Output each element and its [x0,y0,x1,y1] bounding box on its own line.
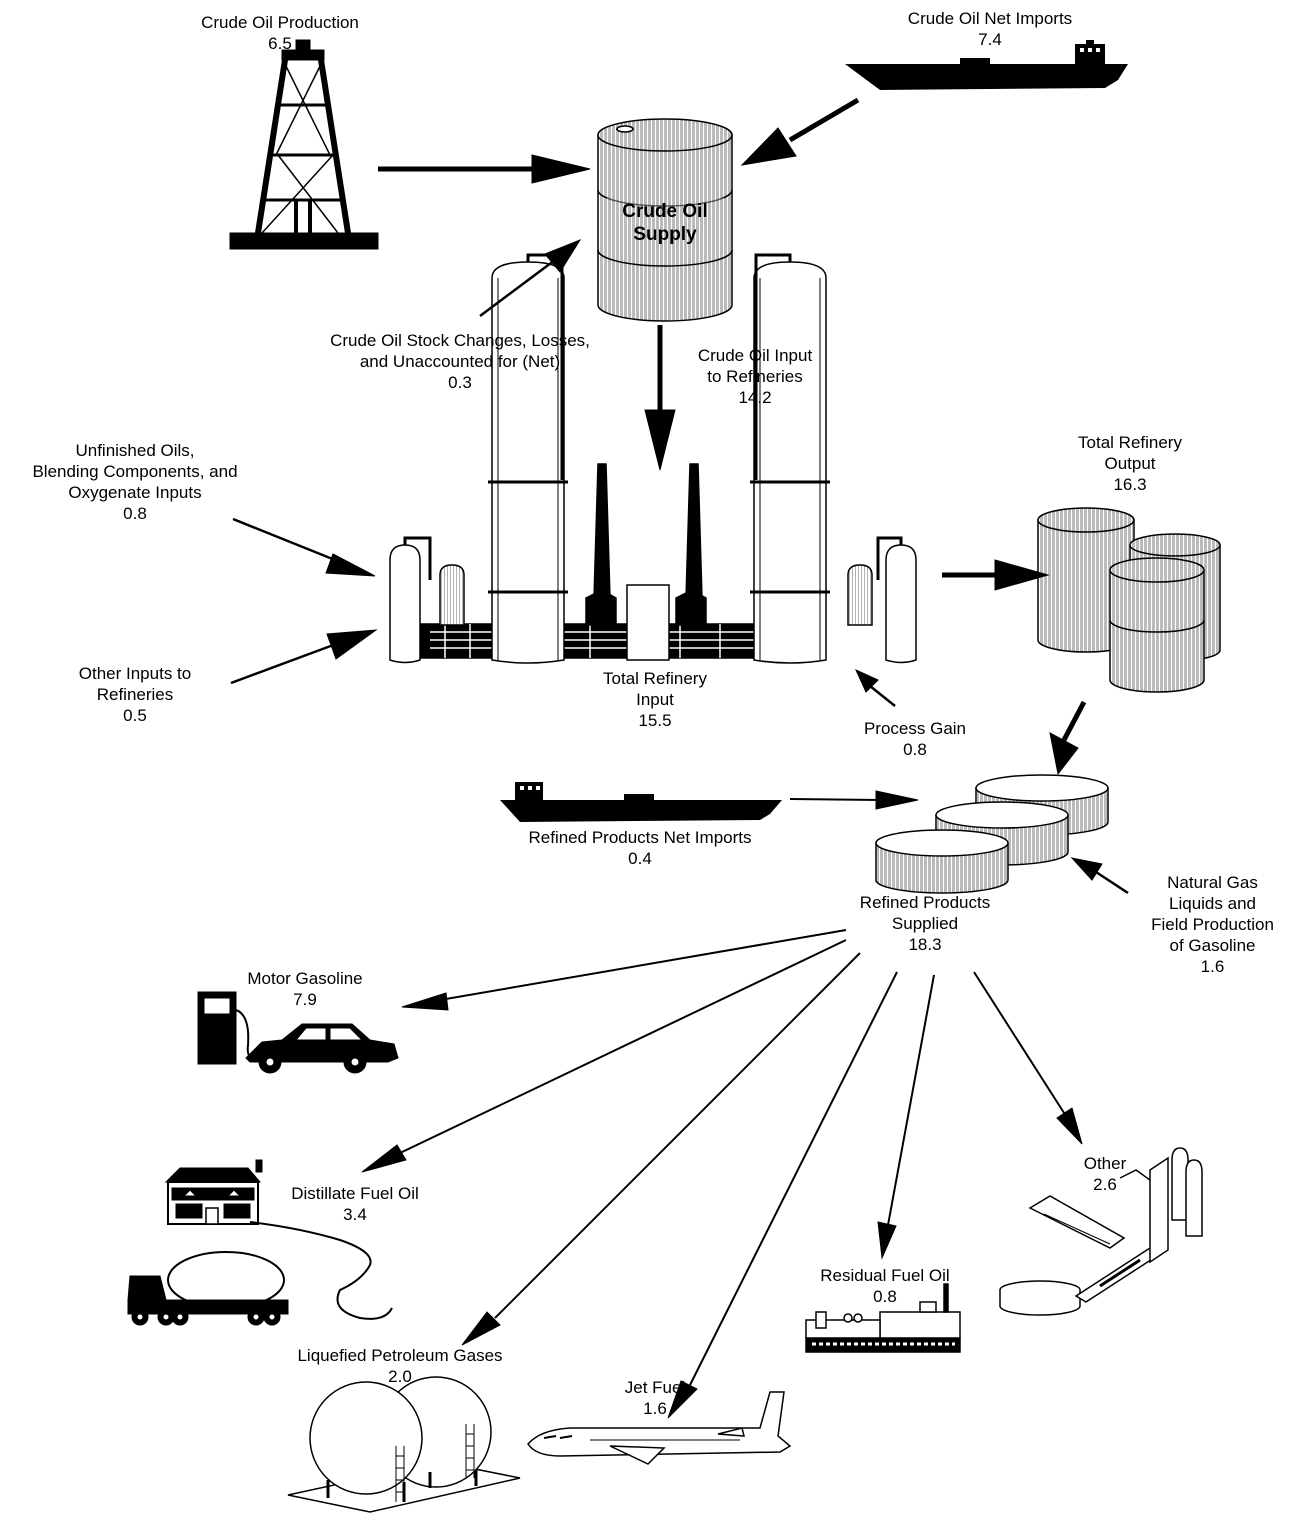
flow-label: Field Production [1151,915,1274,934]
crude-oil-barrel-icon [597,118,733,322]
flow-value: 7.4 [978,30,1002,49]
flow-label: Input [636,690,674,709]
liquefied-petroleum-gases-label: Liquefied Petroleum Gases 2.0 [265,1345,535,1387]
flow-value: 16.3 [1113,475,1147,494]
flow-label: Blending Components, and [32,462,238,481]
supply-line-2: Supply [633,224,697,245]
flow-value: 0.4 [628,849,652,868]
crude-oil-supply-label: Crude Oil Supply [598,200,732,246]
storage-tanks-icon [875,774,1109,894]
flow-arrows [230,97,1129,1419]
other-label: Other 2.6 [1065,1153,1145,1195]
flow-value: 0.8 [123,504,147,523]
flow-label: Refined Products [859,893,991,912]
flow-value: 7.9 [293,990,317,1009]
flow-label: Liquids and [1169,894,1256,913]
flow-value: 1.6 [1200,957,1225,976]
tanker-ship-icon [500,782,782,822]
flow-label: Crude Oil Production [201,13,359,32]
flow-value: 3.4 [343,1205,367,1224]
house-fuel-truck-icon [127,1159,393,1326]
flow-label: Unfinished Oils, [75,441,195,460]
flow-value: 2.6 [1093,1175,1117,1194]
barrel-stack-icon [1037,507,1221,693]
flow-value: 2.0 [388,1367,412,1386]
flow-label: Process Gain [863,719,967,738]
refinery-icon [389,253,917,664]
total-refinery-input-label: Total Refinery Input 15.5 [580,668,730,731]
flow-value: 15.5 [638,711,672,730]
natural-gas-liquids-label: Natural Gas Liquids and Field Production… [1130,872,1295,977]
distillate-fuel-oil-label: Distillate Fuel Oil 3.4 [265,1183,445,1225]
other-inputs-label: Other Inputs to Refineries 0.5 [40,663,230,726]
flow-label: Motor Gasoline [247,969,363,988]
total-refinery-output-label: Total Refinery Output 16.3 [1050,432,1210,495]
crude-oil-input-label: Crude Oil Input to Refineries 14.2 [680,345,830,408]
flow-label: Output [1104,454,1156,473]
flow-value: 14.2 [738,388,772,407]
flow-label: Refineries [96,685,174,704]
flow-label: Refined Products Net Imports [528,828,752,847]
flow-value: 1.6 [643,1399,667,1418]
flow-value: 0.5 [123,706,147,725]
flow-label: Crude Oil Input [697,346,813,365]
refined-products-supplied-label: Refined Products Supplied 18.3 [840,892,1010,955]
tanker-ship-icon [845,40,1128,90]
flow-label: Distillate Fuel Oil [291,1184,419,1203]
factory-icon [805,1283,961,1353]
flow-label: Supplied [891,914,959,933]
process-gain-label: Process Gain 0.8 [840,718,990,760]
lpg-spheres-icon [287,1376,521,1513]
flow-value: 18.3 [908,935,942,954]
flow-label: and Unaccounted for (Net) [359,352,561,371]
crude-oil-stock-changes-label: Crude Oil Stock Changes, Losses, and Una… [290,330,630,393]
motor-gasoline-label: Motor Gasoline 7.9 [225,968,385,1010]
residual-fuel-oil-label: Residual Fuel Oil 0.8 [795,1265,975,1307]
crude-oil-net-imports-label: Crude Oil Net Imports 7.4 [880,8,1100,50]
flow-label: Natural Gas [1167,873,1258,892]
jet-fuel-label: Jet Fuel 1.6 [600,1377,710,1419]
flow-label: Residual Fuel Oil [820,1266,950,1285]
industrial-plant-icon [999,1147,1203,1316]
flow-label: Total Refinery [603,669,707,688]
refined-products-net-imports-label: Refined Products Net Imports 0.4 [490,827,790,869]
oil-derrick-icon [229,39,379,250]
flow-value: 6.5 [268,34,292,53]
flow-label: Other [1083,1154,1127,1173]
flow-label: Other Inputs to [78,664,192,683]
flow-label: of Gasoline [1169,936,1256,955]
flow-label: Total Refinery [1078,433,1182,452]
flow-label: Crude Oil Net Imports [907,9,1073,28]
gas-pump-car-icon [197,991,399,1074]
crude-oil-production-label: Crude Oil Production 6.5 [180,12,380,54]
flow-value: 0.8 [903,740,927,759]
jet-airplane-icon [527,1391,792,1465]
flow-label: Jet Fuel [624,1378,686,1397]
flow-value: 0.8 [873,1287,897,1306]
flow-label: to Refineries [707,367,803,386]
supply-line-1: Crude Oil [622,201,708,222]
flow-label: Liquefied Petroleum Gases [297,1346,503,1365]
flow-label: Oxygenate Inputs [68,483,202,502]
unfinished-oils-label: Unfinished Oils, Blending Components, an… [20,440,250,524]
flow-label: Crude Oil Stock Changes, Losses, [330,331,590,350]
flow-value: 0.3 [448,373,472,392]
